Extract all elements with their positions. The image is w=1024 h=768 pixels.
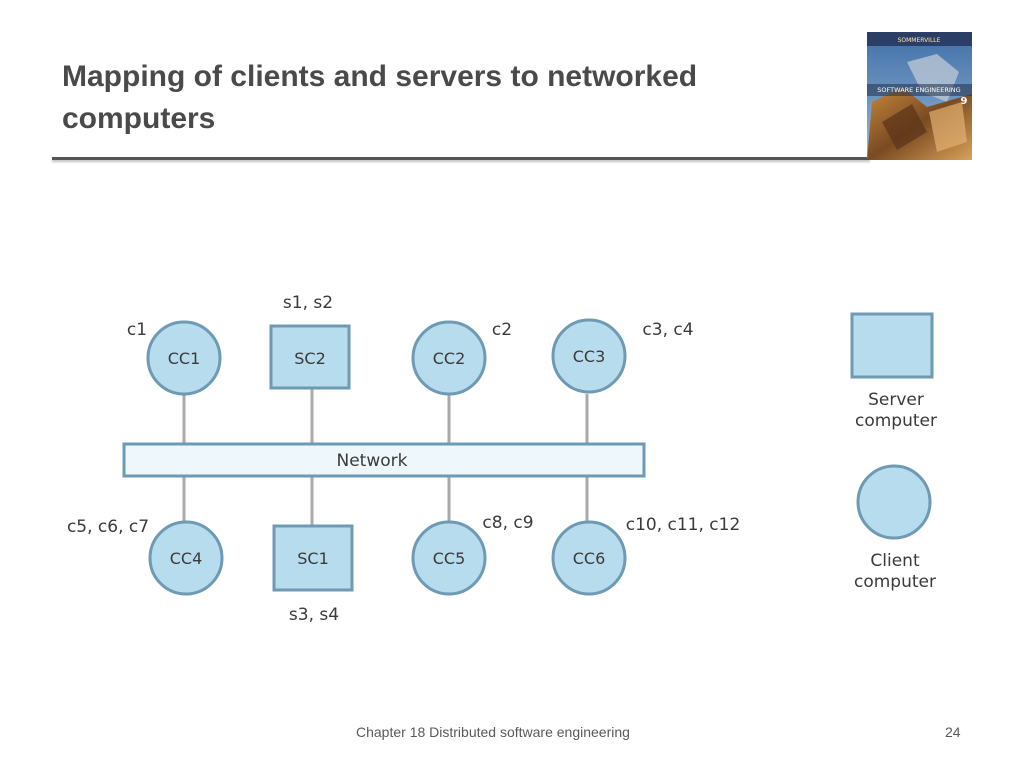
node-label-cc1: CC1 — [168, 349, 201, 368]
page-number: 24 — [945, 724, 961, 740]
node-annotation-cc5: c8, c9 — [482, 513, 533, 533]
client-node-cc3 — [551, 318, 627, 394]
client-node-cc2 — [411, 320, 487, 396]
node-label-cc4: CC4 — [170, 549, 203, 568]
legend-client-label-line2: computer — [854, 572, 936, 592]
legend-client-label-line1: Client — [870, 551, 920, 571]
book-title: SOFTWARE ENGINEERING — [877, 86, 960, 94]
client-node-cc6 — [551, 520, 627, 596]
node-label-cc3: CC3 — [573, 347, 606, 366]
title-divider — [52, 157, 870, 160]
network-bus — [122, 442, 646, 478]
book-cover-image: SOMMERVILLE SOFTWARE ENGINEERING 9 — [867, 32, 972, 160]
legend-client-symbol — [856, 464, 932, 540]
client-node-cc5 — [411, 520, 487, 596]
book-edition: 9 — [961, 96, 968, 107]
node-annotation-cc1: c1 — [127, 320, 147, 340]
client-node-cc4 — [148, 520, 224, 596]
node-label-cc6: CC6 — [573, 549, 606, 568]
legend-server-symbol — [850, 312, 934, 379]
node-annotation-sc1: s3, s4 — [289, 605, 339, 625]
node-label-sc1: SC1 — [297, 549, 329, 568]
client-server-diagram: Network CC1 c1 SC2 s1, s2 CC2 c2 CC3 c3,… — [67, 293, 937, 625]
book-author: SOMMERVILLE — [898, 37, 941, 44]
footer-chapter: Chapter 18 Distributed software engineer… — [356, 724, 630, 740]
server-node-sc1 — [272, 524, 354, 592]
node-label-cc2: CC2 — [433, 349, 466, 368]
node-annotation-cc4: c5, c6, c7 — [67, 517, 149, 537]
legend-server-label-line2: computer — [855, 411, 937, 431]
node-label-cc5: CC5 — [433, 549, 466, 568]
node-annotation-cc3: c3, c4 — [642, 320, 693, 340]
node-label-sc2: SC2 — [294, 349, 326, 368]
network-label: Network — [337, 451, 408, 471]
client-node-cc1 — [146, 320, 222, 396]
node-annotation-sc2: s1, s2 — [283, 293, 333, 313]
legend-server-label-line1: Server — [868, 390, 924, 410]
node-annotation-cc6: c10, c11, c12 — [626, 515, 741, 535]
node-annotation-cc2: c2 — [492, 320, 512, 340]
slide-title: Mapping of clients and servers to networ… — [62, 60, 698, 135]
server-node-sc2 — [269, 324, 351, 390]
